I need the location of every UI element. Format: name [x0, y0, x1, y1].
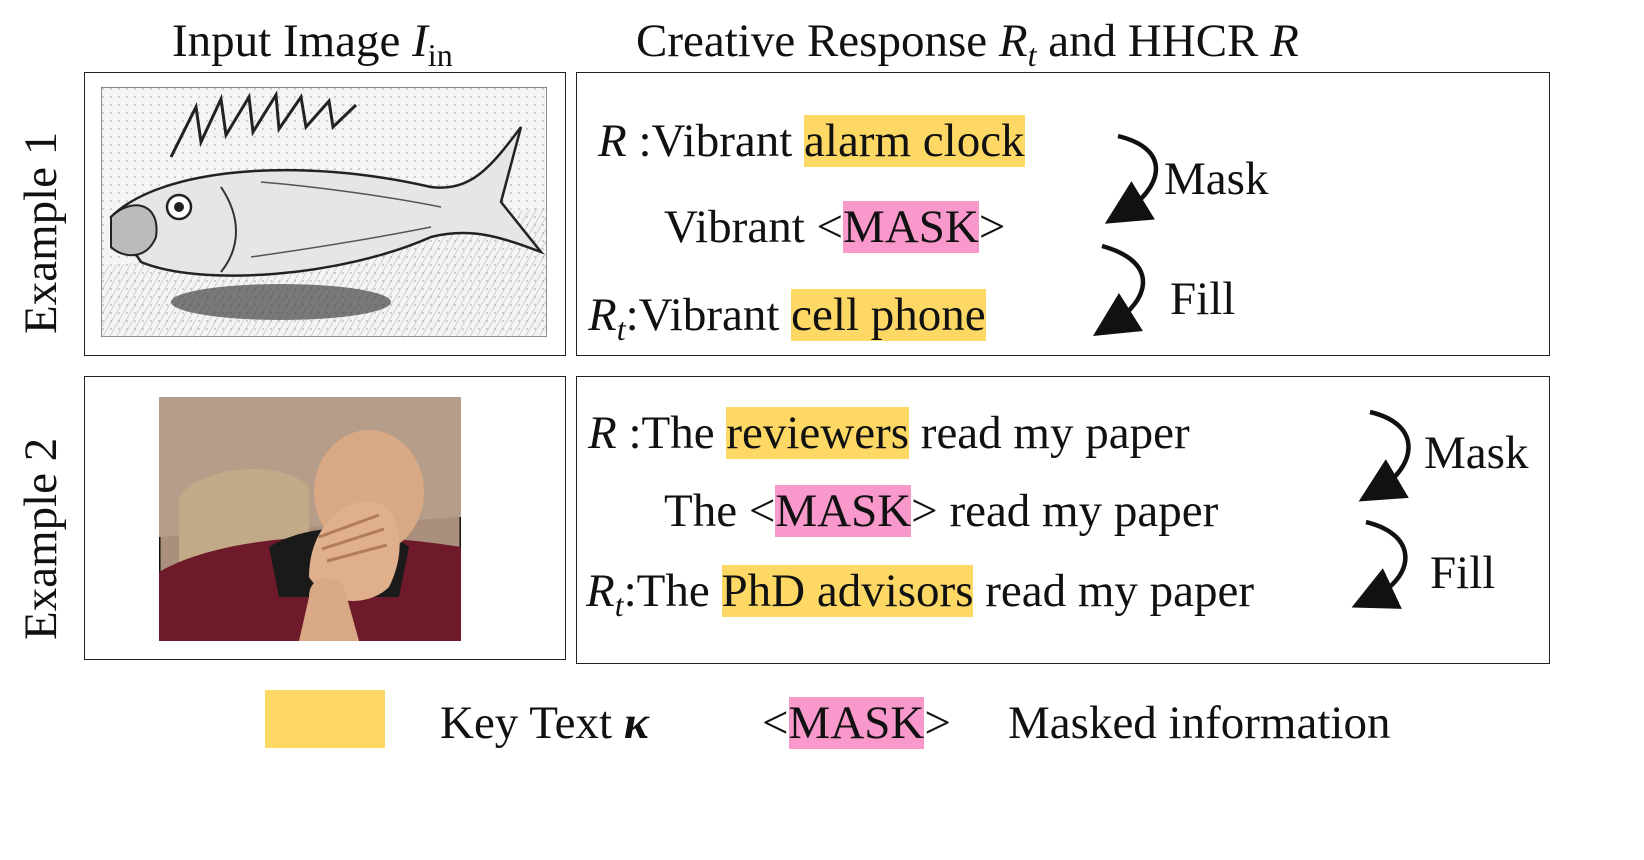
- example-1-image-panel: [84, 72, 566, 356]
- mask-token: MASK: [775, 485, 912, 537]
- key-text-highlight: reviewers: [726, 407, 910, 459]
- example-2-image-panel: [84, 376, 566, 660]
- key-text-legend-swatch: [265, 690, 385, 748]
- input-image-header: Input Image Iin: [172, 15, 453, 73]
- example-2-response-panel: [576, 376, 1550, 664]
- mask-arrow-1: [1104, 133, 1159, 224]
- key-text-highlight: alarm clock: [804, 115, 1025, 167]
- key-text-highlight: cell phone: [791, 289, 986, 341]
- facepalm-photo-image: [159, 397, 461, 641]
- example-1-response-panel: [576, 72, 1550, 356]
- example-1-hhcr-line: R :Vibrant alarm clock: [598, 115, 1025, 167]
- mask-arrow-2: [1358, 409, 1411, 502]
- masked-information-legend-desc: Masked information: [1008, 697, 1391, 749]
- creative-response-header: Creative Response Rt and HHCR R: [636, 15, 1299, 73]
- example-2-hhcr-line: R :The reviewers read my paper: [588, 407, 1190, 459]
- fish-sketch-image: [101, 87, 547, 337]
- example-1-mask-annotation: Mask: [1164, 153, 1269, 205]
- mask-legend-label: <MASK>: [762, 697, 951, 749]
- fill-arrow-1: [1092, 243, 1146, 337]
- example-2-creative-line: Rt:The PhD advisors read my paper: [586, 565, 1255, 623]
- example-2-fill-annotation: Fill: [1430, 547, 1496, 599]
- fill-arrow-2: [1351, 519, 1408, 609]
- example-1-masked-line: Vibrant <MASK>: [664, 201, 1006, 253]
- example-2-mask-annotation: Mask: [1424, 427, 1529, 479]
- example-1-creative-line: Rt:Vibrant cell phone: [588, 289, 986, 347]
- mask-legend-swatch: MASK: [788, 697, 925, 749]
- example-2-masked-line: The <MASK> read my paper: [664, 485, 1219, 537]
- key-text-highlight: PhD advisors: [721, 565, 974, 617]
- key-text-legend-label: Key Text κ: [440, 697, 649, 749]
- example-1-fill-annotation: Fill: [1170, 273, 1236, 325]
- mask-token: MASK: [843, 201, 979, 253]
